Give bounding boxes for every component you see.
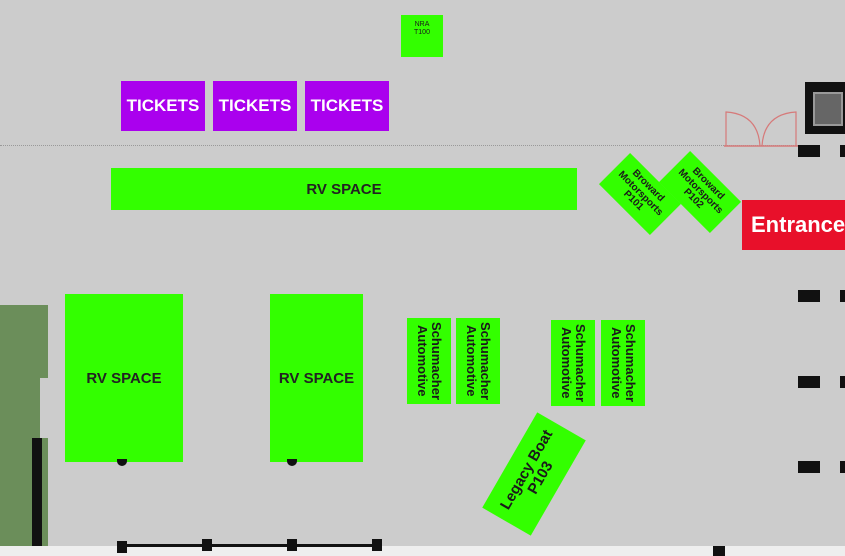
booth-schumacher-2[interactable]: Schumacher Automotive (456, 318, 500, 404)
booth-schumacher-label: Schumacher Automotive (415, 321, 444, 401)
ticket-booth-2[interactable]: TICKETS (213, 81, 297, 131)
bottom-wall (0, 546, 845, 556)
booth-schumacher-label: Schumacher Automotive (559, 323, 588, 403)
rv-space-label: RV SPACE (306, 180, 382, 198)
wall-mark (798, 145, 820, 157)
booth-broward-p101-label: Broward Motorsports P101 (616, 167, 667, 218)
wall-mark (840, 376, 845, 388)
ticket-label: TICKETS (310, 96, 384, 115)
booth-broward-p101[interactable]: Broward Motorsports P101 (598, 152, 682, 236)
ticket-booth-1[interactable]: TICKETS (121, 81, 205, 131)
booth-schumacher-3[interactable]: Schumacher Automotive (551, 320, 595, 406)
wall-mark (840, 290, 845, 302)
wall-mark (713, 546, 725, 556)
booth-schumacher-label: Schumacher Automotive (464, 321, 493, 401)
wall-mark (798, 376, 820, 388)
wall-mark (372, 539, 382, 551)
booth-legacy-label: Legacy Boat P103 (497, 427, 557, 513)
wall-mark (840, 145, 845, 157)
wall-mark (287, 539, 297, 551)
wall-mark (117, 541, 127, 553)
building-structure (805, 82, 845, 134)
booth-nra-label: NRA T100 (414, 21, 430, 36)
wall-mark (798, 461, 820, 473)
bottom-rail (120, 544, 380, 547)
rv-middle-marker (287, 459, 297, 466)
booth-broward-p102-label: Broward Motorsports P102 (676, 165, 727, 216)
rv-left-marker (117, 459, 127, 466)
booth-nra-t100[interactable]: NRA T100 (401, 15, 443, 57)
ticket-label: TICKETS (126, 96, 200, 115)
wall-mark (798, 290, 820, 302)
double-door-icon (724, 111, 798, 147)
entrance-label: Entrance (751, 212, 845, 237)
wall-left (32, 438, 42, 556)
grass-notch (40, 378, 66, 438)
booth-broward-p102[interactable]: Broward Motorsports P102 (658, 150, 742, 234)
booth-schumacher-label: Schumacher Automotive (609, 323, 638, 403)
rv-space-middle[interactable]: RV SPACE (270, 294, 363, 462)
rv-space-label: RV SPACE (86, 369, 162, 387)
booth-legacy-boat-p103[interactable]: Legacy Boat P103 (482, 412, 586, 536)
entrance-sign[interactable]: Entrance (742, 200, 845, 250)
rv-space-left[interactable]: RV SPACE (65, 294, 183, 462)
rv-space-top[interactable]: RV SPACE (111, 168, 577, 210)
ticket-label: TICKETS (218, 96, 292, 115)
ticket-booth-3[interactable]: TICKETS (305, 81, 389, 131)
wall-mark (840, 461, 845, 473)
booth-schumacher-1[interactable]: Schumacher Automotive (407, 318, 451, 404)
wall-mark (202, 539, 212, 551)
booth-schumacher-4[interactable]: Schumacher Automotive (601, 320, 645, 406)
boundary-line (0, 145, 800, 146)
rv-space-label: RV SPACE (278, 369, 355, 387)
